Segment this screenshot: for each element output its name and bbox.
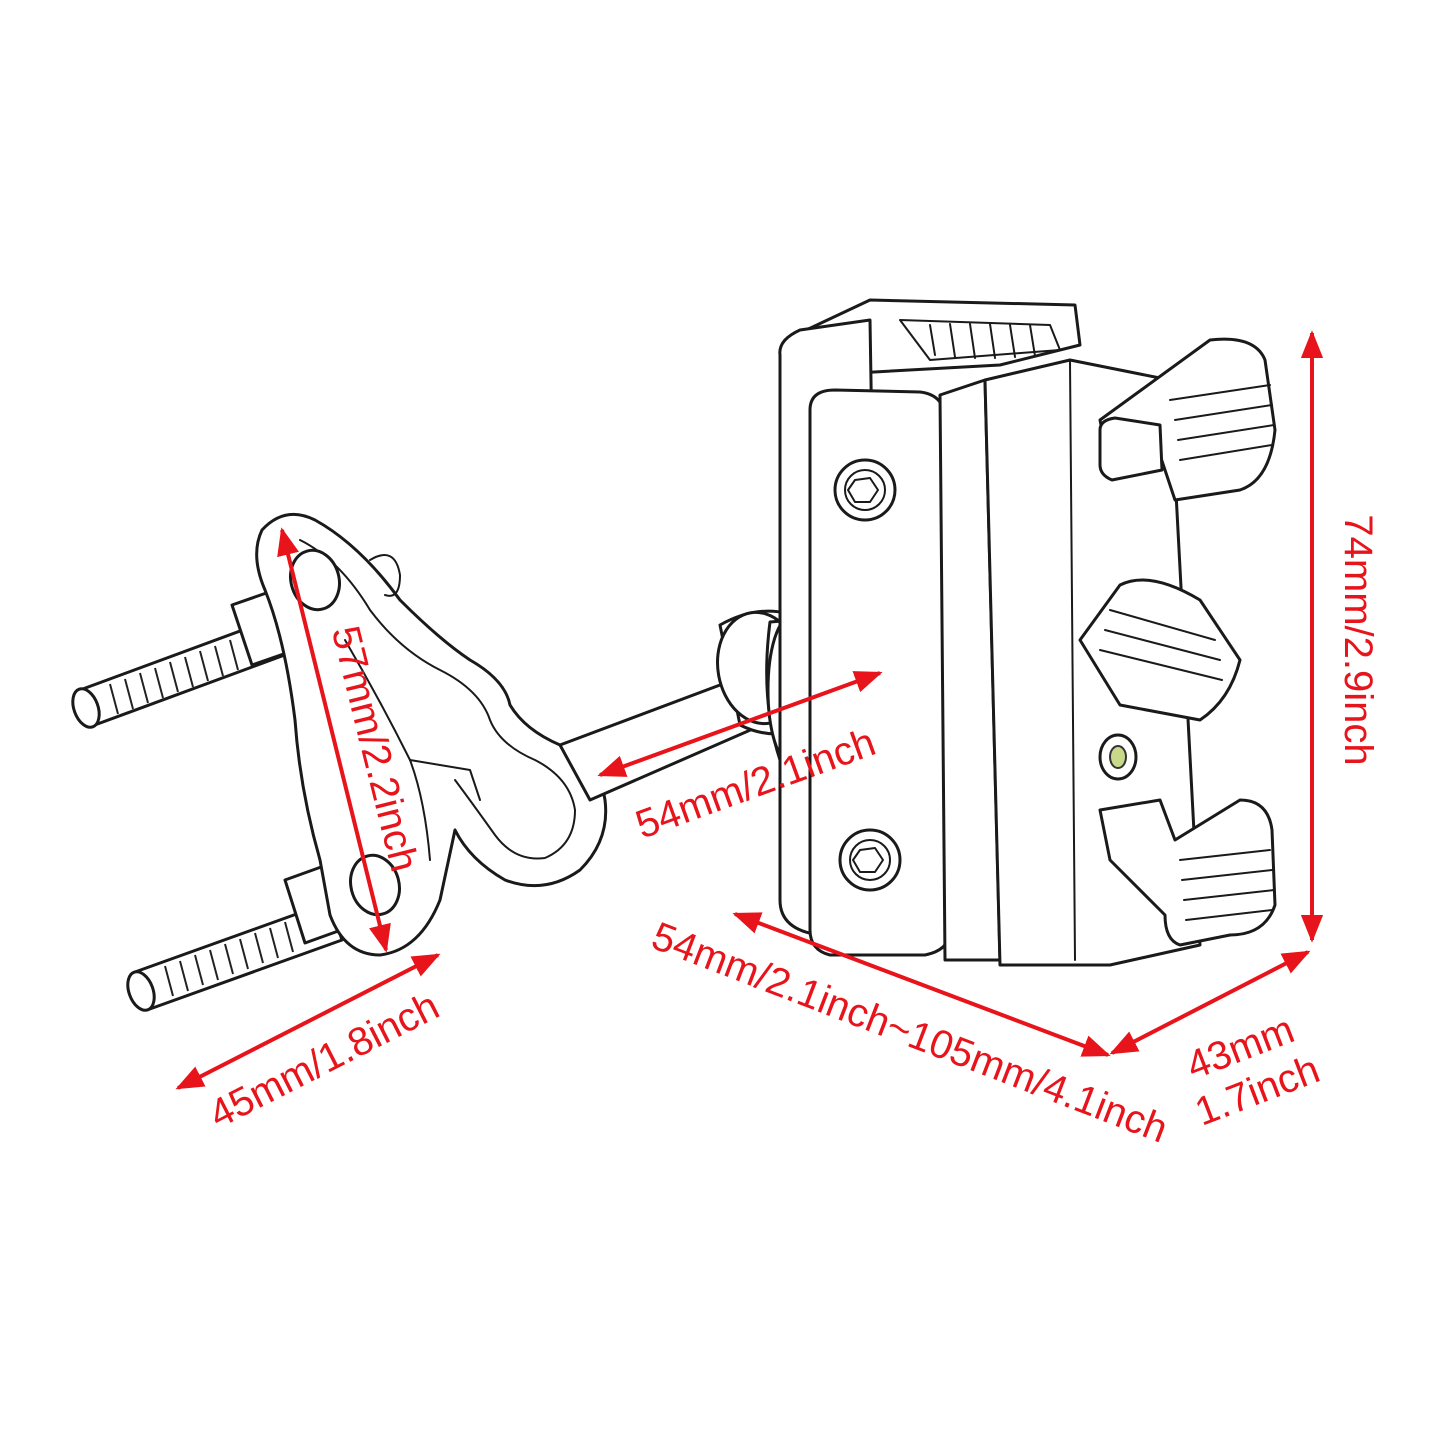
dim-clamp-height-label: 74mm/2.9inch: [1336, 514, 1380, 765]
mount-bracket: [71, 512, 608, 1012]
dim-clamp-height: 74mm/2.9inch: [1300, 330, 1380, 943]
upper-bolt: [71, 588, 297, 729]
upper-screw: [833, 458, 897, 522]
clamp-block: [778, 298, 1277, 967]
lower-screw: [838, 828, 902, 892]
set-screw: [1098, 733, 1138, 781]
lower-bolt: [126, 860, 357, 1012]
dim-bolt-spacing-label: 45mm/1.8inch: [202, 984, 446, 1137]
